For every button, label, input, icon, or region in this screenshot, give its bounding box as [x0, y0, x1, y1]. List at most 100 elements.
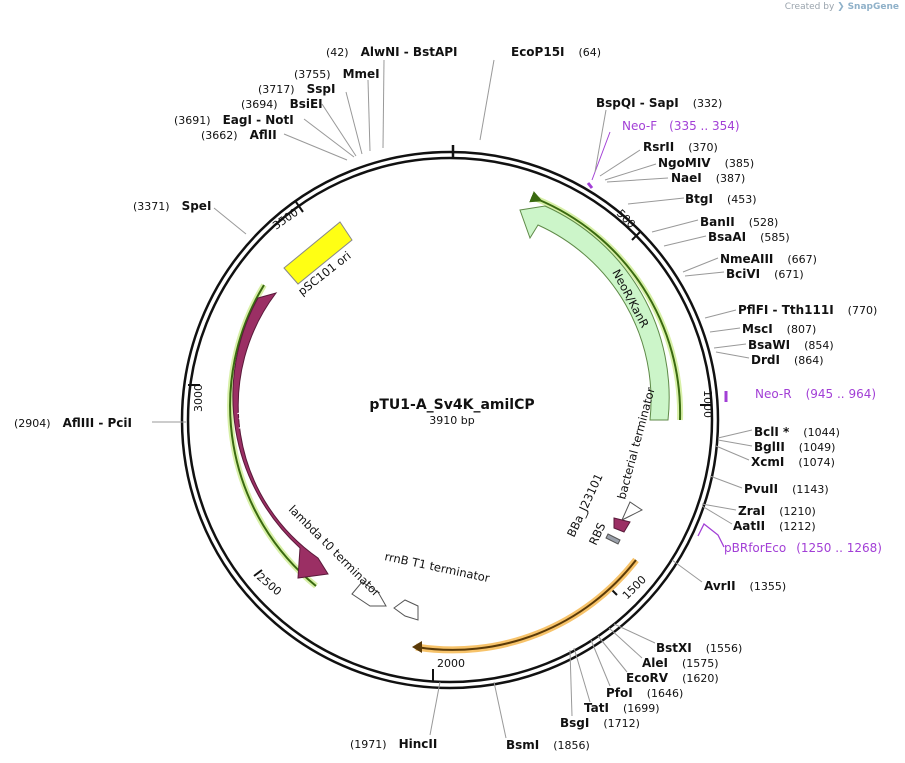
leader-avrii	[671, 559, 703, 583]
neor-kanr-feature[interactable]	[519, 205, 670, 421]
site-pos-banii: (528)	[749, 216, 779, 229]
site-pos-pfoi: (1646)	[647, 687, 684, 700]
rep101-feature[interactable]	[232, 292, 329, 579]
site-hincii[interactable]: (1971)HincII	[350, 737, 437, 751]
bacterial-terminator-feature[interactable]	[620, 501, 643, 522]
leader-bcli	[717, 429, 753, 439]
site-pos-ecop15i: (64)	[579, 46, 602, 59]
site-afliii-pcii[interactable]: (2904)AflIII - PciI	[14, 416, 132, 430]
site-pos-aatii: (1212)	[779, 520, 816, 533]
primer-mark-pbrforeco	[697, 522, 725, 548]
site-pos-bspqi: (332)	[693, 97, 723, 110]
site-pos-rsrii: (370)	[688, 141, 718, 154]
site-name-tati: TatI	[584, 701, 609, 715]
site-name-bsgi: BsgI	[560, 716, 589, 730]
leader-nmeaiii	[682, 257, 719, 273]
tick-label-2500: 2500	[254, 570, 284, 598]
tick-mark-3500	[295, 201, 304, 213]
psc101-ori-feature[interactable]	[283, 221, 353, 285]
site-bcivi[interactable]: BciVI(671)	[726, 267, 804, 281]
site-name-xcmi: XcmI	[751, 455, 784, 469]
bba-j23101-feature[interactable]	[613, 517, 631, 533]
site-aatii[interactable]: AatII(1212)	[733, 519, 816, 533]
site-name-sspi: SspI	[307, 82, 336, 96]
site-alwni-bstapi[interactable]: (42)AlwNI - BstAPI	[326, 45, 458, 59]
site-bsgi[interactable]: BsgI(1712)	[560, 716, 640, 730]
site-pos-pvuii: (1143)	[792, 483, 829, 496]
selection-arrow-neo	[529, 191, 682, 421]
site-alei[interactable]: AleI (1575)	[642, 656, 719, 670]
selection-arrow-rep	[229, 284, 317, 587]
site-name-rsrii: RsrII	[643, 140, 674, 154]
site-spei[interactable]: (3371)SpeI	[133, 199, 211, 213]
site-rsrii[interactable]: RsrII (370)	[643, 140, 718, 154]
site-pos-eagi: (3691)	[174, 114, 211, 127]
site-pos-bcli: (1044)	[803, 426, 840, 439]
site-pos-alei: (1575)	[682, 657, 719, 670]
site-pos-zrai: (1210)	[779, 505, 816, 518]
site-bsmi[interactable]: BsmI(1856)	[506, 738, 590, 752]
site-bsaai[interactable]: BsaAI(585)	[708, 230, 790, 244]
site-zrai[interactable]: ZraI(1210)	[738, 504, 816, 518]
site-pos-mmei: (3755)	[294, 68, 331, 81]
leader-btgi	[627, 197, 685, 205]
tick-mark-2500	[253, 569, 263, 577]
leader-bstxi	[613, 623, 656, 644]
leader-pfoi	[590, 639, 611, 687]
site-tati[interactable]: TatI(1699)	[584, 701, 660, 715]
primer-neo-r[interactable]: Neo-R(945 .. 964)	[755, 387, 876, 401]
site-name-bsawi: BsaWI	[748, 338, 790, 352]
site-pos-bcivi: (671)	[774, 268, 804, 281]
site-btgi[interactable]: BtgI(453)	[685, 192, 757, 206]
site-xcmi[interactable]: XcmI(1074)	[751, 455, 835, 469]
bacterial-terminator-label: bacterial terminator	[614, 386, 657, 501]
lambda-t0-terminator-feature[interactable]	[351, 581, 387, 607]
site-name-pfoi: PfoI	[606, 686, 633, 700]
site-pos-ngomiv: (385)	[725, 157, 755, 170]
leader-ecorv	[597, 635, 628, 673]
site-name-afliii: AflIII - PciI	[63, 416, 132, 430]
site-bsiei[interactable]: (3694)BsiEI	[241, 97, 323, 111]
site-nmeaiii[interactable]: NmeAIII(667)	[720, 252, 817, 266]
site-sspi[interactable]: (3717) SspI	[258, 82, 335, 96]
rrnb-t1-terminator-feature[interactable]	[393, 599, 419, 621]
primer-neo-f[interactable]: Neo-F(335 .. 354)	[622, 119, 740, 133]
primer-pbrforeco[interactable]: pBRforEco(1250 .. 1268)	[724, 541, 882, 555]
site-mmei[interactable]: (3755)MmeI	[294, 67, 380, 81]
site-bstxi[interactable]: BstXI (1556)	[656, 641, 742, 655]
site-pos-bstxi: (1556)	[706, 642, 743, 655]
primer-name-neo-r: Neo-R	[755, 387, 792, 401]
site-pos-sspi: (3717)	[258, 83, 295, 96]
site-pflfi-tth111i[interactable]: PflFI - Tth111I(770)	[738, 303, 877, 317]
site-aflii[interactable]: (3662)AflII	[201, 128, 277, 142]
site-ecorv[interactable]: EcoRV (1620)	[626, 671, 719, 685]
site-pfoi[interactable]: PfoI (1646)	[606, 686, 683, 700]
leader-alwni	[382, 59, 385, 149]
site-name-bstxi: BstXI	[656, 641, 692, 655]
site-bspqi-sapi[interactable]: BspQI - SapI(332)	[596, 96, 722, 110]
site-drdi[interactable]: DrdI(864)	[751, 353, 824, 367]
site-naei[interactable]: NaeI(387)	[671, 171, 745, 185]
rbs-feature[interactable]	[605, 533, 621, 545]
site-bsawi[interactable]: BsaWI(854)	[748, 338, 834, 352]
plasmid-length: 3910 bp	[429, 414, 474, 427]
site-pos-ecorv: (1620)	[682, 672, 719, 685]
site-eagi-noti[interactable]: (3691)EagI - NotI	[174, 113, 294, 127]
site-name-alei: AleI	[642, 656, 668, 670]
site-name-bcli: BclI *	[754, 425, 790, 439]
site-name-avrii: AvrII	[704, 579, 736, 593]
site-pvuii[interactable]: PvuII(1143)	[744, 482, 829, 496]
site-ngomiv[interactable]: NgoMIV(385)	[658, 156, 754, 170]
site-avrii[interactable]: AvrII(1355)	[704, 579, 786, 593]
site-name-ecorv: EcoRV	[626, 671, 669, 685]
site-pos-nmeaiii: (667)	[787, 253, 817, 266]
site-banii[interactable]: BanII(528)	[700, 215, 778, 229]
tick-label-2000: 2000	[437, 657, 465, 670]
site-name-alwni: AlwNI - BstAPI	[361, 45, 458, 59]
leader-bsiei	[321, 103, 357, 157]
site-name-bsmi: BsmI	[506, 738, 539, 752]
site-msci[interactable]: MscI(807)	[742, 322, 816, 336]
site-bglii[interactable]: BglII(1049)	[754, 440, 835, 454]
site-ecop15i[interactable]: EcoP15I(64)	[511, 45, 601, 59]
site-bcli[interactable]: BclI * (1044)	[754, 425, 840, 439]
